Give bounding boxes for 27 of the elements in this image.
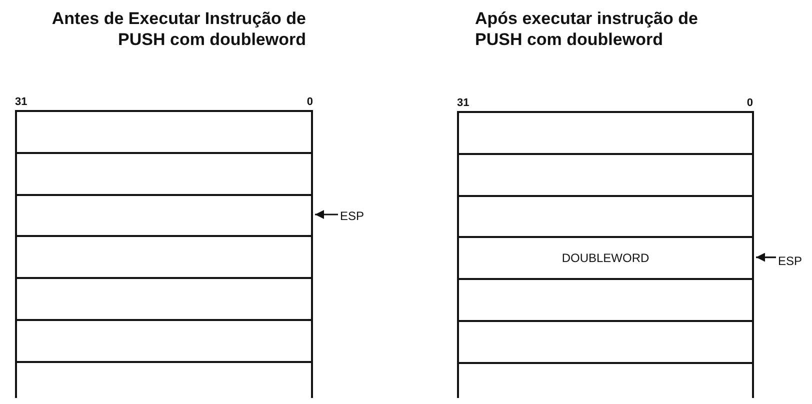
stack-cell (15, 112, 313, 154)
stack-cell (15, 237, 313, 280)
stack-cell (15, 321, 313, 363)
stack-cell (457, 196, 754, 238)
memory-stack (15, 110, 313, 400)
stack-cell (15, 196, 313, 238)
stack-cell (457, 113, 754, 155)
cell-text: DOUBLEWORD (562, 251, 650, 266)
bit-number: 31 (457, 97, 470, 109)
esp-pointer-label: ESP (340, 209, 364, 223)
stack-cell (457, 238, 754, 280)
esp-pointer-label: ESP (778, 254, 804, 268)
arrow (756, 252, 776, 262)
arrow (315, 210, 338, 219)
diagram-heading: Após executar instrução de PUSH com doubleword (475, 8, 699, 50)
stack-cell (457, 322, 754, 364)
stack-cell (15, 279, 313, 321)
bit-number: 0 (746, 97, 753, 109)
stack-cell (15, 362, 313, 398)
stack-cell (457, 154, 754, 197)
memory-stack (457, 111, 754, 400)
stack-cell (457, 364, 754, 398)
bit-number: 31 (15, 96, 28, 108)
diagram-heading: Antes de Executar Instrução de PUSH com doubleword (50, 8, 306, 50)
bit-number: 0 (306, 96, 313, 108)
stack-cell (457, 280, 754, 322)
stack-cell (15, 154, 313, 196)
